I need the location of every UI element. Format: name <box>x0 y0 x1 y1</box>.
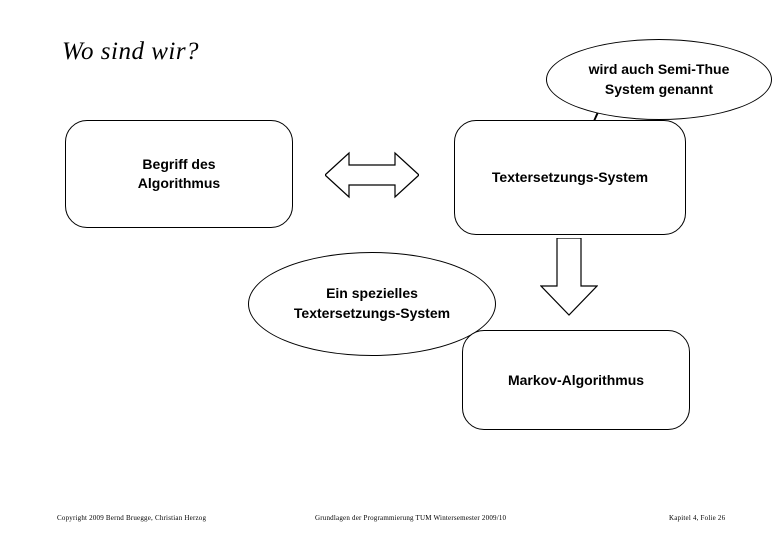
callout-spezielles-line1: Ein spezielles <box>326 285 418 302</box>
callout-semi-thue-line2: System genannt <box>604 80 714 97</box>
box-begriff-line2: Algorithmus <box>137 175 221 191</box>
box-markov-algorithmus: Markov-Algorithmus <box>462 330 690 430</box>
footer-slide-number: Kapitel 4, Folie 26 <box>669 514 726 522</box>
callout-spezielles-line2: Textersetzungs-System <box>293 305 451 321</box>
box-markov-algorithmus-label: Markov-Algorithmus <box>507 371 645 388</box>
footer-course-info: Grundlagen der Programmierung TUM Winter… <box>315 514 507 522</box>
callout-semi-thue: wird auch Semi-Thue System genannt <box>546 39 772 120</box>
callout-ein-spezielles-textersetzungs-system: Ein spezielles Textersetzungs-System <box>248 252 496 356</box>
box-begriff-des-algorithmus: Begriff des Algorithmus <box>65 120 293 228</box>
page-title: Wo sind wir? <box>62 38 200 65</box>
down-arrow-icon <box>540 238 598 316</box>
box-textersetzungs-system-label: Textersetzungs-System <box>491 169 649 186</box>
double-arrow-horizontal-icon <box>325 151 419 199</box>
footer-copyright: Copyright 2009 Bernd Bruegge, Christian … <box>57 514 207 522</box>
box-textersetzungs-system: Textersetzungs-System <box>454 120 686 235</box>
box-begriff-line1: Begriff des <box>142 156 216 173</box>
callout-semi-thue-line1: wird auch Semi-Thue <box>588 60 730 77</box>
